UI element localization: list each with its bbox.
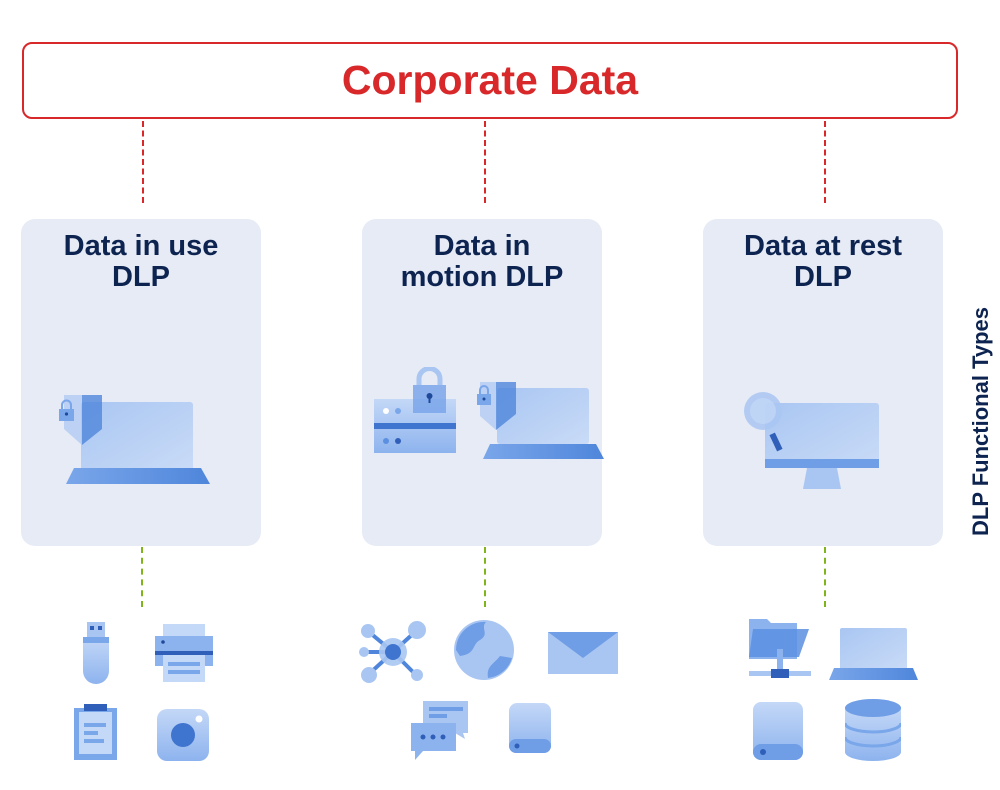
card-data-in-use: Data in use DLP: [21, 219, 261, 546]
card-title: Data in motion DLP: [362, 231, 602, 293]
title-line-2: DLP: [794, 261, 852, 293]
laptop-shield-lock-icon: [474, 372, 606, 462]
globe-icon: [454, 620, 514, 680]
server-lock-icon: [374, 367, 460, 457]
laptop-shield-lock-icon: [56, 394, 216, 494]
email-icon: [548, 632, 618, 674]
connector-motion: [484, 121, 486, 203]
network-icon: [359, 620, 427, 684]
corporate-data-title: Corporate Data: [341, 57, 639, 103]
network-folder-icon: [749, 619, 811, 681]
monitor-magnifier-icon: [743, 389, 883, 493]
connector-use-devices: [141, 547, 143, 607]
title-line-2: DLP: [112, 261, 170, 293]
chat-icon: [411, 701, 469, 761]
card-title: Data at rest DLP: [703, 231, 943, 293]
connector-rest-devices: [824, 547, 826, 607]
camera-icon: [157, 709, 209, 761]
title-line-2: motion DLP: [400, 261, 564, 293]
title-line-1: Data in: [433, 230, 531, 262]
title-line-1: Data in use: [63, 230, 219, 262]
usb-drive-icon: [82, 622, 110, 684]
database-icon: [845, 699, 901, 761]
connector-rest: [824, 121, 826, 203]
printer-icon: [155, 624, 213, 682]
card-data-in-motion: Data in motion DLP: [362, 219, 604, 546]
connector-motion-devices: [484, 547, 486, 607]
dlp-functional-types-label: DLP Functional Types: [968, 307, 993, 536]
clipboard-icon: [74, 704, 118, 760]
corporate-data-box: Corporate Data: [22, 42, 958, 119]
title-line-1: Data at rest: [744, 230, 902, 262]
card-title: Data in use DLP: [21, 231, 261, 293]
external-drive-icon: [753, 702, 803, 760]
external-drive-icon: [509, 703, 551, 753]
card-data-at-rest: Data at rest DLP: [703, 219, 943, 546]
laptop-icon: [829, 628, 919, 680]
connector-use: [142, 121, 144, 203]
